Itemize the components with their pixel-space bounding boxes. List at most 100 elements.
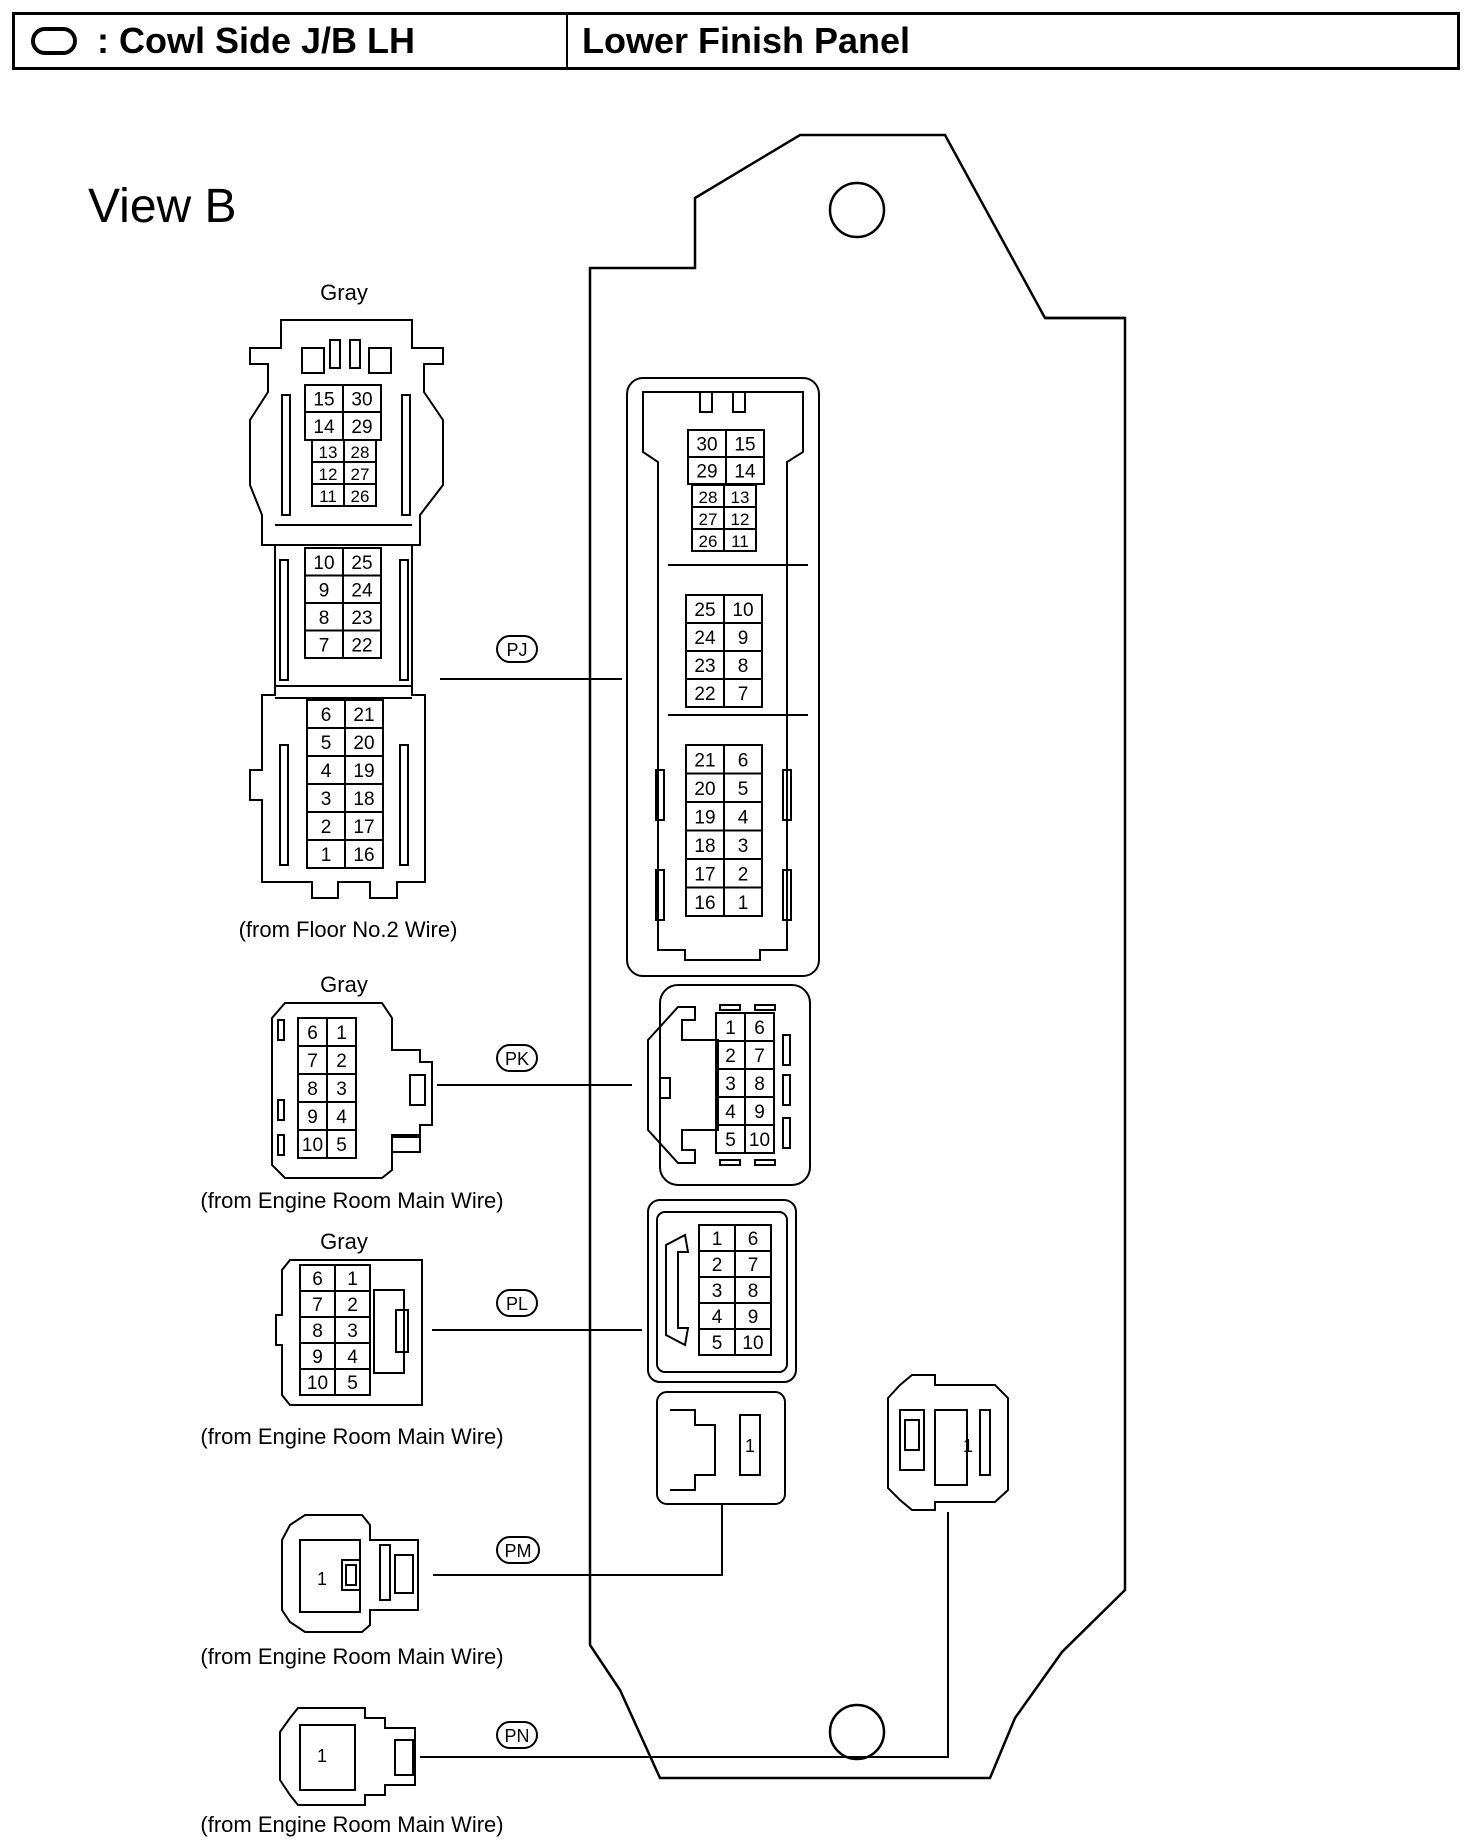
- pin-number: 9: [738, 628, 749, 649]
- junction-block-body: [588, 133, 1127, 1780]
- pin-number: 26: [699, 532, 718, 551]
- pin-number: 3: [336, 1079, 347, 1100]
- pm-leader-line: [433, 1505, 723, 1576]
- svg-text:PM: PM: [505, 1541, 532, 1561]
- pin-number: 4: [336, 1107, 347, 1128]
- svg-text:PK: PK: [505, 1049, 529, 1069]
- pin-number: 3: [725, 1074, 736, 1095]
- pin-number: 10: [307, 1373, 328, 1394]
- pin-number: 7: [307, 1051, 318, 1072]
- pin-number: 2: [738, 864, 749, 885]
- pk-code-badge: PK: [496, 1044, 538, 1072]
- pin-number: 16: [694, 893, 715, 914]
- pm-code-badge: PM: [496, 1536, 540, 1564]
- pin-number: 1: [347, 1269, 358, 1290]
- pn-source-label: (from Engine Room Main Wire): [200, 1812, 503, 1837]
- pin-number: 21: [353, 705, 374, 726]
- pin-cell: [734, 1328, 772, 1356]
- pin-number: 2: [725, 1046, 736, 1067]
- pin-number: 10: [732, 600, 753, 621]
- panel-label: Lower Finish Panel: [582, 20, 911, 61]
- pin-number: 4: [321, 761, 332, 782]
- pin-number: 11: [319, 487, 337, 506]
- pin-number: 25: [694, 600, 715, 621]
- pin-number: 9: [312, 1347, 323, 1368]
- pin-number: 11: [731, 532, 749, 551]
- pin-number: 6: [748, 1229, 759, 1250]
- pm-source-label: (from Engine Room Main Wire): [200, 1644, 503, 1669]
- pj-code-badge: PJ: [496, 635, 538, 663]
- pk-source-label: (from Engine Room Main Wire): [200, 1188, 503, 1213]
- pin-number: 22: [351, 635, 372, 656]
- pin-number: 2: [321, 817, 332, 838]
- pin-number: 3: [712, 1281, 723, 1302]
- pin-number: 8: [754, 1074, 765, 1095]
- pin-number: 9: [307, 1107, 318, 1128]
- pin-number: 29: [696, 462, 717, 483]
- header-location-cell: : Cowl Side J/B LH: [15, 15, 568, 67]
- pin-number: 28: [351, 443, 370, 462]
- pin-cell: [334, 1368, 371, 1396]
- pin-number: 4: [712, 1307, 723, 1328]
- pin-number: 17: [353, 817, 374, 838]
- pin-number: 6: [321, 705, 332, 726]
- pin-number: 18: [694, 836, 715, 857]
- pin-number: 14: [313, 417, 335, 438]
- pin-number: 29: [351, 417, 372, 438]
- pm-left-pin: 1: [317, 1569, 327, 1589]
- mounting-hole-bottom: [828, 1703, 886, 1761]
- pin-number: 17: [694, 864, 715, 885]
- pin-number: 4: [725, 1102, 736, 1123]
- svg-text:PL: PL: [506, 1294, 528, 1314]
- pl-code-badge: PL: [496, 1289, 538, 1317]
- pin-cell: [343, 483, 377, 507]
- pin-number: 9: [319, 580, 330, 601]
- pin-number: 6: [312, 1269, 323, 1290]
- pin-number: 2: [336, 1051, 347, 1072]
- pin-number: 27: [351, 465, 370, 484]
- pin-number: 4: [738, 807, 749, 828]
- pin-number: 22: [694, 684, 715, 705]
- pin-number: 10: [302, 1135, 323, 1156]
- pin-number: 14: [734, 462, 756, 483]
- pin-number: 8: [312, 1321, 323, 1342]
- pin-number: 27: [699, 510, 718, 529]
- pin-number: 15: [734, 435, 755, 456]
- pin-number: 9: [748, 1307, 759, 1328]
- pin-number: 2: [712, 1255, 723, 1276]
- pin-number: 8: [319, 608, 330, 629]
- pin-number: 8: [748, 1281, 759, 1302]
- pin-cell: [723, 528, 757, 552]
- pin-number: 7: [754, 1046, 765, 1067]
- pin-number: 25: [351, 553, 372, 574]
- pj-color-label: Gray: [320, 280, 368, 305]
- connector-pn-right: 1: [887, 1374, 1009, 1511]
- pin-cell: [342, 629, 382, 659]
- pin-number: 5: [347, 1373, 358, 1394]
- pin-number: 1: [336, 1023, 347, 1044]
- pin-number: 1: [321, 845, 332, 866]
- pin-number: 10: [749, 1130, 770, 1151]
- pn-left-pin: 1: [317, 1746, 327, 1766]
- pin-number: 10: [742, 1333, 763, 1354]
- pin-cell: [723, 886, 763, 917]
- pin-number: 24: [694, 628, 716, 649]
- oval-symbol-icon: [31, 27, 77, 55]
- pin-number: 5: [738, 779, 749, 800]
- pin-number: 6: [307, 1023, 318, 1044]
- pin-number: 5: [321, 733, 332, 754]
- pin-number: 7: [319, 635, 330, 656]
- pin-number: 8: [307, 1079, 318, 1100]
- pin-number: 3: [321, 789, 332, 810]
- pin-number: 26: [351, 487, 370, 506]
